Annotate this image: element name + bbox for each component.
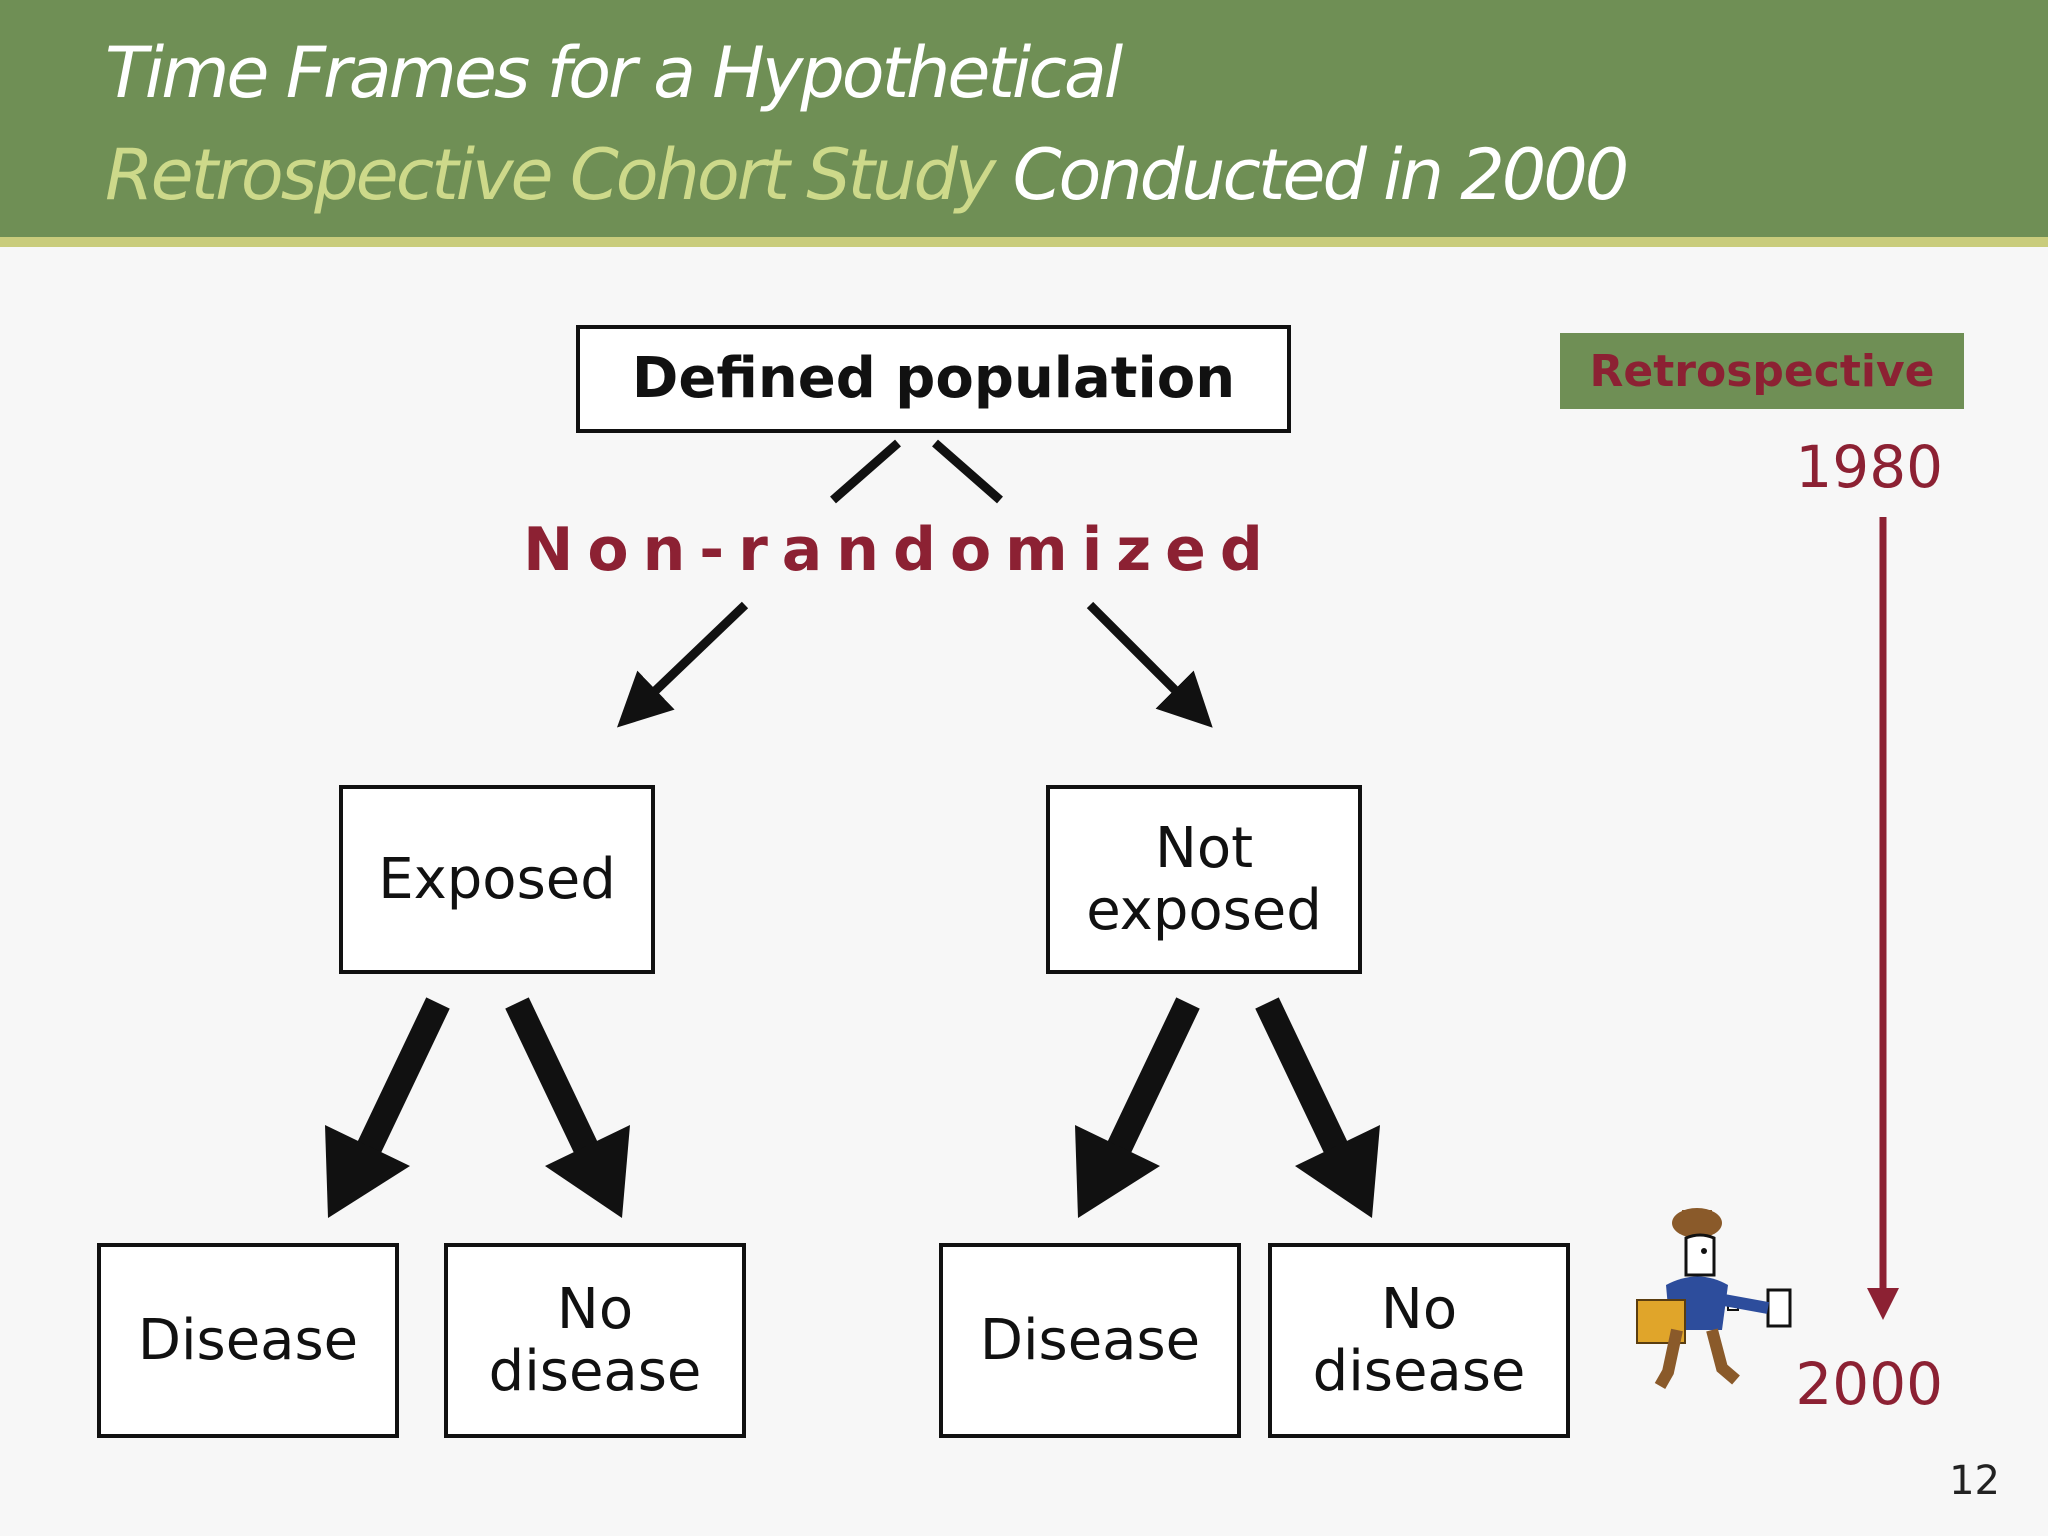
root-connector-right: [932, 439, 1003, 504]
defined-population-box: Defined population: [576, 325, 1291, 433]
not-exposed-no-disease-label: No disease: [1312, 1276, 1526, 1404]
arrow-not-exposed-disease-head: [1075, 1125, 1160, 1218]
not-exposed-label: Not exposed: [1086, 815, 1322, 943]
arrow-not-exposed-no-disease-head: [1295, 1125, 1380, 1218]
retrospective-label: Retrospective: [1560, 333, 1964, 409]
slide-title-line1: Time Frames for a Hypothetical: [105, 32, 1123, 114]
title-highlight: Retrospective Cohort Study: [105, 134, 996, 216]
arrow-exposed-disease-head: [325, 1125, 410, 1218]
arrow-to-not-exposed: [1086, 601, 1213, 728]
arrow-exposed-no-disease-head: [545, 1125, 630, 1218]
arrow-exposed-no-disease: [505, 997, 599, 1156]
title-bar: Time Frames for a Hypothetical Retrospec…: [0, 0, 2048, 237]
exposed-disease-box: Disease: [97, 1243, 399, 1438]
arrow-not-exposed-no-disease: [1255, 997, 1349, 1156]
walking-man-icon: [1636, 1208, 1792, 1389]
page-number: 12: [1949, 1458, 2000, 1504]
arrow-exposed-disease: [356, 997, 450, 1156]
root-connector-left: [830, 439, 901, 504]
exposed-box: Exposed: [339, 785, 655, 974]
not-exposed-no-disease-box: No disease: [1268, 1243, 1570, 1438]
timeline-start-year: 1980: [1795, 433, 1943, 501]
arrow-to-exposed: [616, 601, 749, 728]
exposed-no-disease-label: No disease: [488, 1276, 702, 1404]
not-exposed-box: Not exposed: [1046, 785, 1362, 974]
arrow-not-exposed-disease: [1106, 997, 1200, 1156]
non-randomized-label: Non-randomized: [523, 515, 1277, 585]
exposed-no-disease-box: No disease: [444, 1243, 746, 1438]
timeline-arrow-head: [1867, 1288, 1899, 1320]
header-stripe: [0, 237, 2048, 247]
not-exposed-disease-box: Disease: [939, 1243, 1241, 1438]
timeline-end-year: 2000: [1795, 1350, 1943, 1418]
slide-title-line2: Retrospective Cohort Study Conducted in …: [105, 134, 1630, 216]
title-rest: Conducted in 2000: [993, 134, 1630, 216]
